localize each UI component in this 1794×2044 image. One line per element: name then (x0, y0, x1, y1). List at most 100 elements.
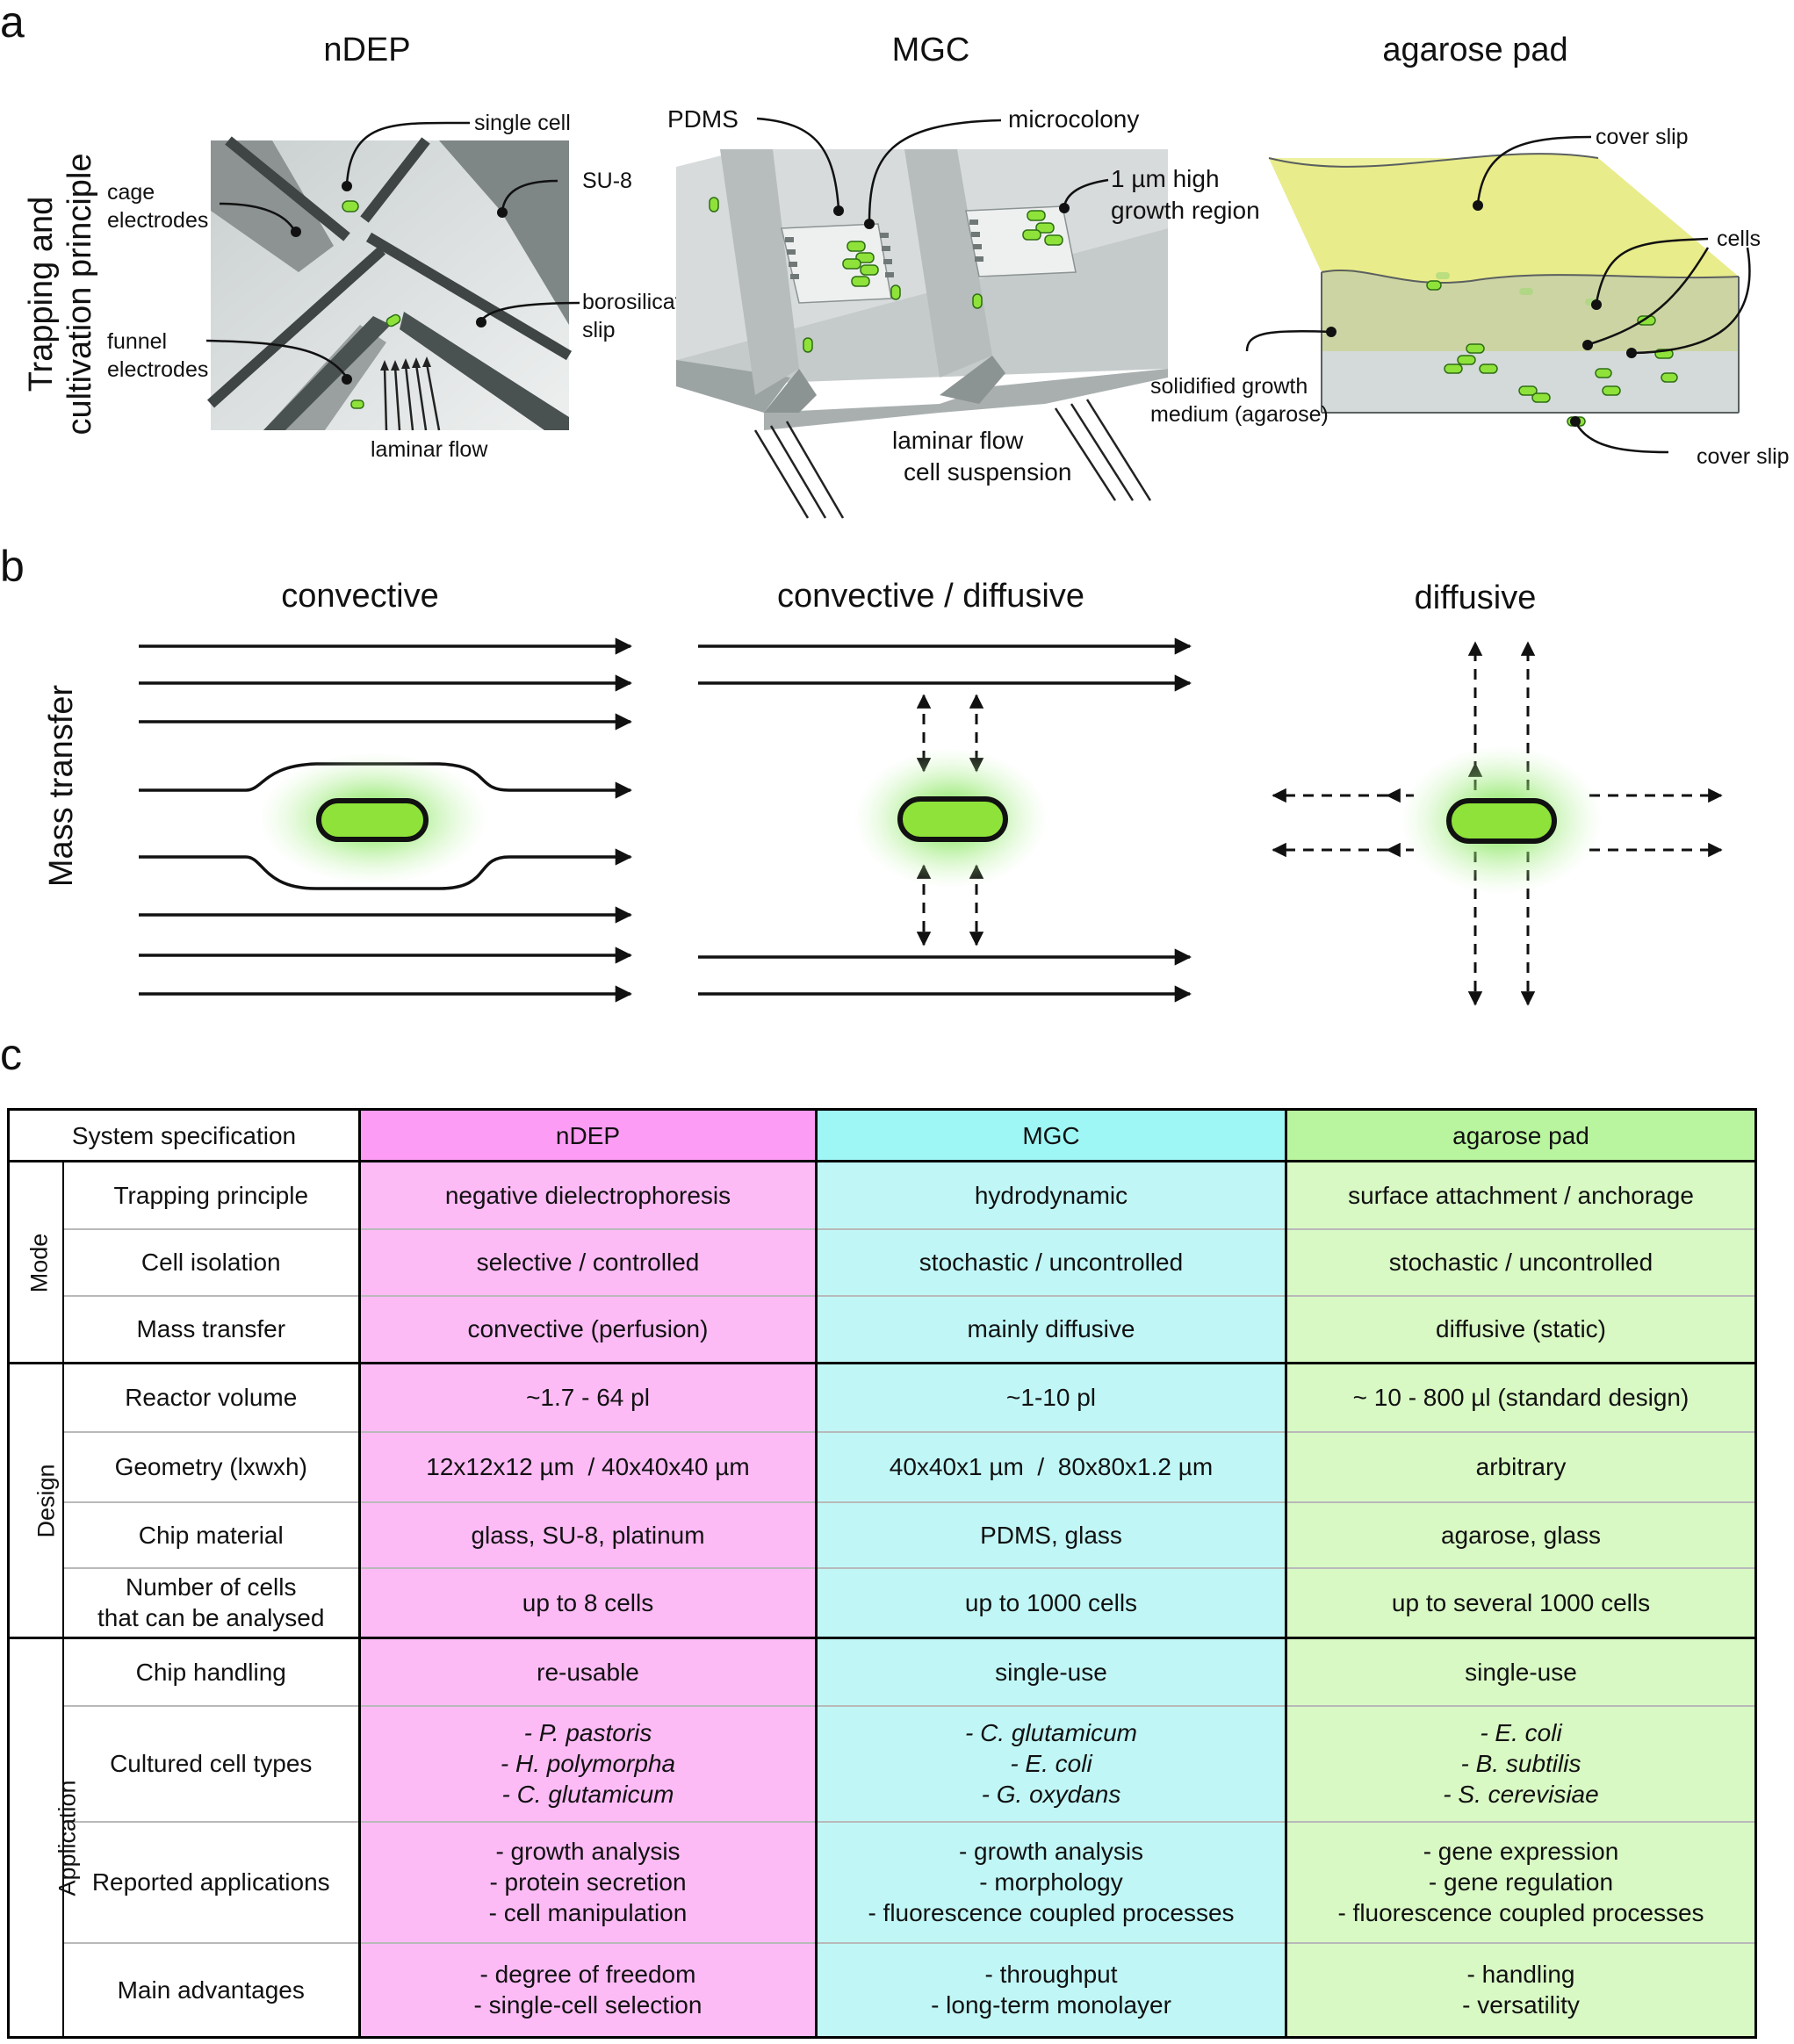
growth-region-line2: growth region (1111, 197, 1260, 224)
medium-line2: medium (agarose) (1150, 402, 1329, 427)
cell-type: - S. cerevisiae (1443, 1781, 1599, 1808)
cell-mgc: hydrodynamic (815, 1161, 1286, 1229)
cell-mgc: PDMS, glass (815, 1501, 1286, 1568)
cell-mgc: - C. glutamicum - E. coli - G. oxydans (815, 1704, 1286, 1822)
application: - morphology (979, 1868, 1123, 1896)
mgc-title: MGC (891, 32, 970, 68)
convective-diffusive-flow (698, 637, 1192, 1003)
cell-type: - E. coli (1480, 1719, 1562, 1746)
cell-ndep: up to 8 cells (359, 1566, 817, 1638)
application: - growth analysis (495, 1838, 681, 1865)
ndep-funnel-label: funnel electrodes (107, 327, 208, 384)
panel-b-letter: b (0, 542, 25, 591)
convective-diffusive-title: convective / diffusive (777, 578, 1084, 615)
cell-mgc: single-use (815, 1637, 1286, 1706)
ndep-leaders (205, 121, 580, 385)
cell-ndep: glass, SU-8, platinum (359, 1501, 817, 1568)
cell-type: - B. subtilis (1460, 1750, 1581, 1777)
cell-agarose: - gene expression - gene regulation - fl… (1285, 1820, 1756, 1943)
agarose-cells-label: cells (1717, 227, 1762, 251)
row-label: Cell isolation (62, 1227, 361, 1296)
cell-agarose: stochastic / uncontrolled (1285, 1227, 1756, 1296)
cell-ndep: 12x12x12 µm / 40x40x40 µm (359, 1430, 817, 1502)
header-agarose: agarose pad (1285, 1108, 1756, 1162)
table-row: Reported applications - growth analysis … (9, 1820, 1756, 1943)
mgc-microcolony-label: microcolony (1008, 105, 1140, 133)
table-row: Cell isolation selective / controlled st… (9, 1227, 1756, 1296)
table-row: Cultured cell types - P. pastoris - H. p… (9, 1704, 1756, 1822)
application: - fluorescence coupled processes (868, 1899, 1235, 1926)
application: - gene regulation (1428, 1868, 1614, 1896)
cell-type: - H. polymorpha (500, 1750, 676, 1777)
growth-region-line1: 1 µm high (1111, 165, 1220, 192)
advantage: - versatility (1462, 1991, 1580, 2019)
group-application: Application (8, 1637, 81, 2038)
agarose-medium-label: solidified growth medium (agarose) (1150, 372, 1329, 428)
ndep-cage-label: cage electrodes (107, 178, 208, 234)
cell-ndep: convective (perfusion) (359, 1294, 817, 1364)
row-label: Geometry (lxwxh) (62, 1430, 361, 1502)
table-row: Mode Trapping principle negative dielect… (8, 1160, 1756, 1364)
table-row: Geometry (lxwxh) 12x12x12 µm / 40x40x40 … (9, 1430, 1756, 1502)
application: - growth analysis (958, 1838, 1144, 1865)
row-label-line1: Number of cells (125, 1573, 297, 1601)
cell-ndep: selective / controlled (359, 1227, 817, 1296)
table-row: Mass transfer convective (perfusion) mai… (9, 1294, 1756, 1364)
header-ndep: nDEP (359, 1108, 817, 1162)
cell-type: - G. oxydans (981, 1781, 1121, 1808)
convective-flow (139, 637, 632, 1003)
agarose-illustration (1268, 153, 1740, 427)
advantage: - throughput (984, 1961, 1118, 1989)
mass-transfer-diagram (139, 637, 1723, 1006)
advantage: - handling (1466, 1961, 1575, 1989)
cell-mgc: up to 1000 cells (815, 1566, 1286, 1638)
cell-type: - C. glutamicum (964, 1719, 1138, 1746)
row-label: Reactor volume (62, 1362, 361, 1432)
cell-ndep: ~1.7 - 64 pl (359, 1362, 817, 1432)
cell-ndep: re-usable (359, 1637, 817, 1706)
table-row: Main advantages - degree of freedom - si… (9, 1941, 1756, 2038)
application: - gene expression (1423, 1838, 1619, 1865)
ndep-laminar-flow-label: laminar flow (371, 437, 488, 462)
mgc-flow-label: laminar flow cell suspension (892, 425, 1071, 488)
row-label: Chip handling (62, 1637, 361, 1706)
agarose-title: agarose pad (1382, 32, 1568, 68)
cage-line1: cage (107, 180, 155, 205)
advantage: - long-term monolayer (931, 1991, 1171, 2019)
header-system-spec: System specification (8, 1108, 361, 1162)
row-label: Chip material (62, 1501, 361, 1568)
application: - fluorescence coupled processes (1337, 1899, 1704, 1926)
group-design: Design (8, 1362, 64, 1638)
cell-mgc: - throughput - long-term monolayer (815, 1941, 1286, 2038)
borosilicate-line2: slip (582, 318, 616, 342)
table-row: Number of cells that can be analysed up … (9, 1566, 1756, 1638)
cell-agarose: up to several 1000 cells (1285, 1566, 1756, 1638)
application: - cell manipulation (488, 1899, 688, 1926)
system-spec-table: System specification nDEP MGC agarose pa… (7, 1108, 1757, 2039)
row-label: Trapping principle (62, 1161, 361, 1229)
ndep-borosilicate-label: borosilicate slip (582, 288, 693, 344)
agarose-cover-slip-bottom-label: cover slip (1697, 444, 1790, 469)
cell-ndep: negative dielectrophoresis (359, 1161, 817, 1229)
panel-c-letter: c (0, 1030, 22, 1079)
agarose-leaders (1245, 135, 1751, 454)
table-row: Application Chip handling re-usable sing… (8, 1637, 1756, 2038)
cell-agarose: ~ 10 - 800 µl (standard design) (1285, 1362, 1756, 1432)
ndep-illustration (206, 136, 573, 431)
cell-mgc: 40x40x1 µm / 80x80x1.2 µm (815, 1430, 1286, 1502)
cell-agarose: - handling - versatility (1285, 1941, 1756, 2038)
row-label-line2: that can be analysed (97, 1604, 325, 1632)
advantage: - degree of freedom (479, 1961, 696, 1989)
table-row: Design Reactor volume ~1.7 - 64 pl ~1-10… (8, 1362, 1756, 1638)
medium-line1: solidified growth (1150, 374, 1308, 399)
group-mode: Mode (8, 1160, 64, 1364)
table-header-row: System specification nDEP MGC agarose pa… (8, 1108, 1756, 1162)
header-mgc: MGC (815, 1108, 1286, 1162)
cell-agarose: arbitrary (1285, 1430, 1756, 1502)
cell-agarose: diffusive (static) (1285, 1294, 1756, 1364)
table-row: Chip material glass, SU-8, platinum PDMS… (9, 1501, 1756, 1568)
row-label: Main advantages (62, 1941, 361, 2038)
ndep-single-cell-label: single cell (474, 111, 571, 135)
mgc-flow-line2: cell suspension (904, 458, 1072, 486)
funnel-line1: funnel (107, 329, 168, 354)
